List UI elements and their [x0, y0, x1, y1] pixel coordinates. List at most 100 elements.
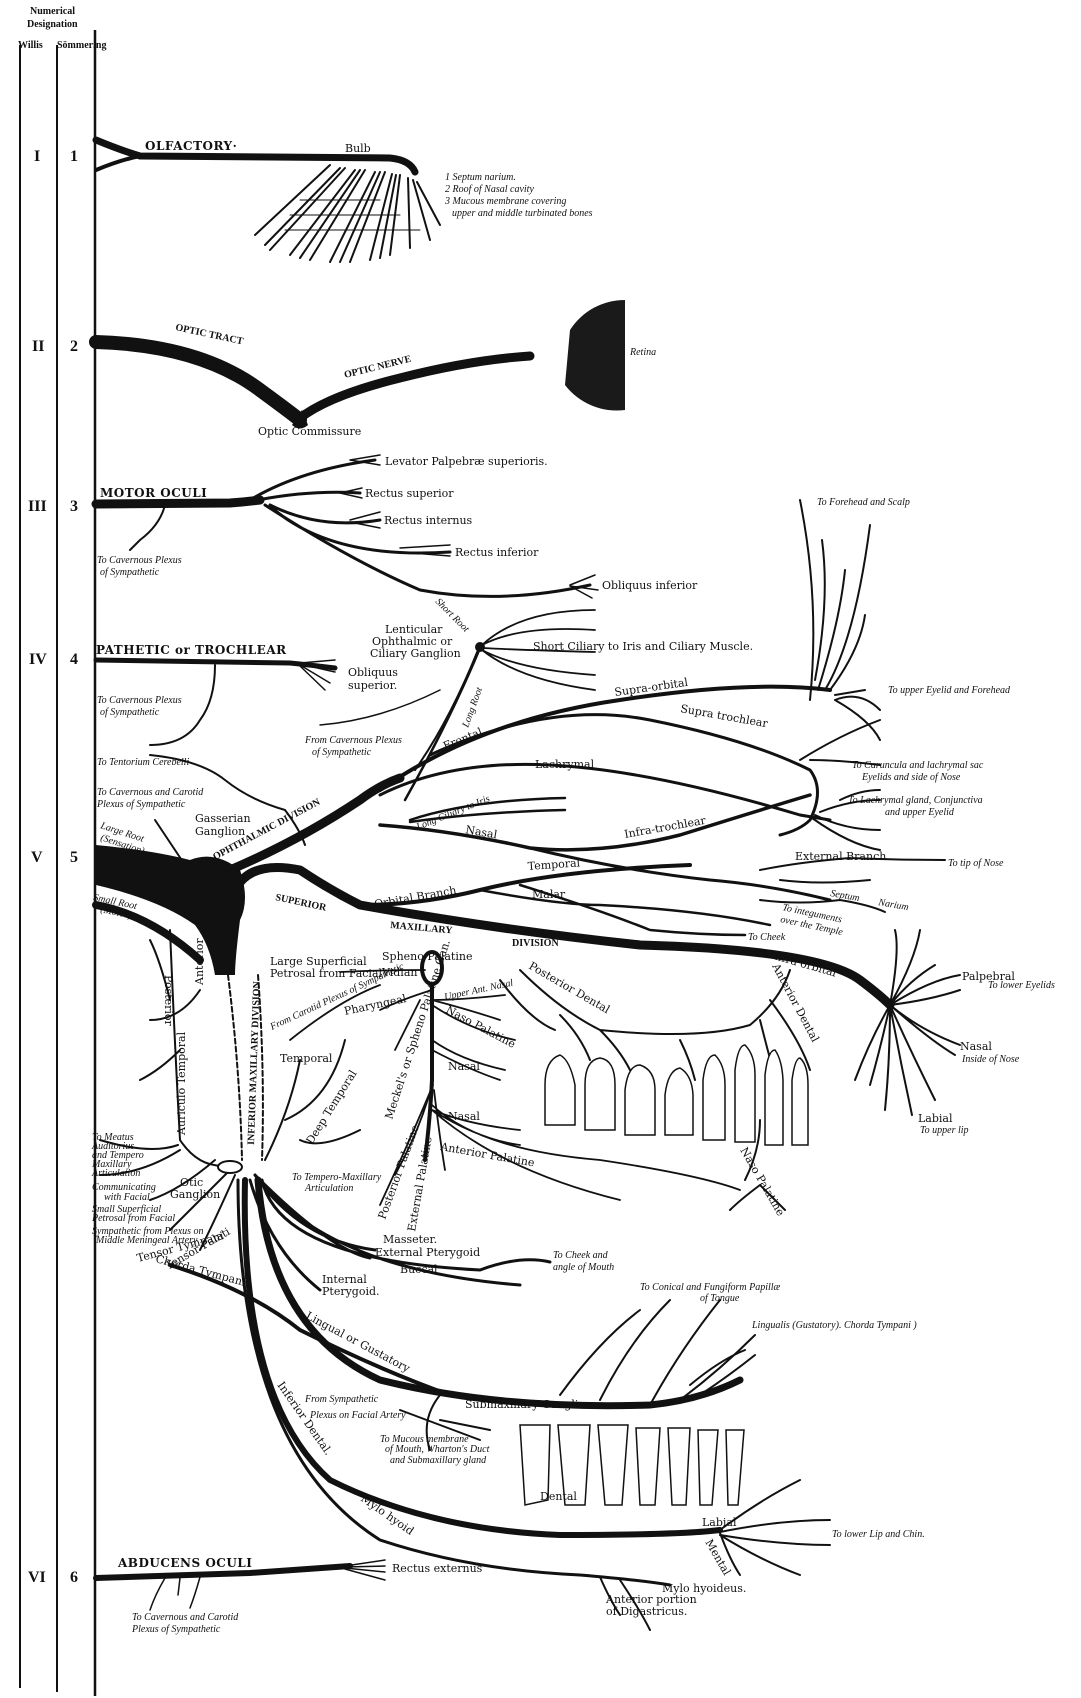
label-upper-eyelid-forehead: To upper Eyelid and Forehead	[888, 685, 1011, 696]
label-internal-pterygoid-1: Internal	[322, 1273, 367, 1286]
label-forehead-scalp: To Forehead and Scalp	[817, 497, 910, 508]
label-inside-nose: Inside of Nose	[961, 1054, 1020, 1065]
label-large-petrosal-2: Petrosal from Facial	[270, 967, 382, 980]
label-naso-palatine: Naso Palatine	[444, 1003, 518, 1051]
label-mucous-2: of Mouth, Wharton's Duct	[385, 1444, 490, 1455]
label-levator-palpebrae: Levator Palpebræ superioris.	[385, 455, 548, 468]
label-mylo-hyoideus: Mylo hyoideus.	[662, 1582, 746, 1595]
label-lachrymal: Lachrymal	[535, 758, 595, 771]
label-optic-tract: OPTIC TRACT	[174, 322, 244, 347]
label-gasserian-2: Ganglion	[195, 825, 245, 838]
label-nasal-max: Nasal	[960, 1040, 992, 1053]
header-designation: Designation	[27, 19, 78, 30]
label-cheek-angle-2: angle of Mouth	[553, 1262, 614, 1273]
label-mental: Mental	[702, 1537, 733, 1578]
label-cheek-angle-1: To Cheek and	[553, 1250, 609, 1261]
row-willis-1: I	[34, 148, 40, 165]
label-gasserian-1: Gasserian	[195, 812, 251, 825]
motor-oculi-nerve: MOTOR OCULI Levator Palpebræ superioris.…	[91, 454, 753, 802]
label-motor-oculi: MOTOR OCULI	[100, 486, 207, 500]
label-long-root: Long Root	[460, 686, 485, 730]
label-short-ciliary: Short Ciliary to Iris and Ciliary Muscle…	[533, 640, 753, 653]
label-articulation: Articulation	[304, 1183, 353, 1194]
label-tentorium: To Tentorium Cerebelli	[97, 757, 189, 768]
trochlear-nerve: PATHETIC or TROCHLEAR Obliquus superior.…	[93, 643, 441, 846]
label-from-cavernous-2: of Sympathetic	[312, 747, 372, 758]
label-buccal: Buccal	[400, 1263, 438, 1276]
label-retina: Retina	[629, 347, 656, 358]
label-sympathetic-1: Sympathetic from Plexus on	[92, 1226, 204, 1237]
gasserian-ganglion-shape	[96, 845, 245, 975]
label-naso-palatine-b: Naso Palatine	[737, 1145, 787, 1218]
label-nasal-b: Nasal	[448, 1110, 480, 1123]
label-lachrymal-gland-1: To Lachrymal gland, Conjunctiva	[848, 795, 983, 806]
label-upper-lip: To upper lip	[920, 1125, 969, 1136]
label-rectus-inferior: Rectus inferior	[455, 546, 539, 559]
label-labial-lower: Labial	[702, 1516, 737, 1529]
label-ganglion-ciliary: Ciliary Ganglion	[370, 647, 461, 660]
olfactory-note-2: 2 Roof of Nasal cavity	[445, 184, 534, 195]
row-sommering-3: 3	[70, 498, 78, 515]
label-pathetic-trochlear: PATHETIC or TROCHLEAR	[96, 643, 287, 657]
label-from-cavernous-1: From Cavernous Plexus	[304, 735, 402, 746]
label-cavernous-carotid-5b: Plexus of Sympathetic	[96, 799, 186, 810]
label-obliquus-superior-1: Obliquus	[348, 666, 398, 679]
label-malar: Malar	[532, 888, 566, 901]
designation-columns: Numerical Designation Willis Sömmering I…	[18, 6, 106, 1696]
label-lingualis: Lingualis (Gustatory). Chorda Tympani )	[751, 1320, 917, 1331]
label-vidian: Vidian	[381, 966, 417, 979]
label-digastric-1: Anterior portion	[605, 1593, 697, 1606]
label-anterior: Anterior	[193, 938, 206, 986]
label-tempero-maxillary: To Tempero-Maxillary	[292, 1172, 382, 1183]
label-upper-ant-nasal: Upper Ant. Nasal	[443, 978, 514, 1003]
label-papillae-2: of Tongue	[700, 1293, 740, 1304]
label-external-branch: External Branch	[795, 850, 886, 863]
label-mucous-3: and Submaxillary gland	[390, 1455, 487, 1466]
abducens-nerve: ABDUCENS OCULI Rectus externus To Cavern…	[93, 1556, 483, 1635]
label-superior: SUPERIOR	[274, 892, 328, 914]
label-lower-eyelids: To lower Eyelids	[988, 980, 1055, 991]
row-sommering-1: 1	[70, 148, 78, 165]
label-meatus-1: To Meatus	[92, 1132, 134, 1143]
label-masseter: Masseter.	[383, 1233, 437, 1246]
label-cavernous-carotid-5a: To Cavernous and Carotid	[97, 787, 204, 798]
label-meatus-5: Articulation	[91, 1168, 140, 1179]
label-small-petrosal-1: Small Superficial	[92, 1204, 161, 1215]
olfactory-note-3: 3 Mucous membrane covering	[444, 196, 566, 207]
label-to-cheek: To Cheek	[748, 932, 786, 943]
label-maxillary-division: DIVISION	[512, 938, 559, 949]
label-narium: Narium	[876, 897, 909, 913]
label-cavernous-plexus-3a: To Cavernous Plexus	[97, 555, 182, 566]
label-small-petrosal-2: Petrosal from Facial	[91, 1213, 175, 1224]
row-willis-4: IV	[29, 651, 47, 668]
label-frontal: Frontal	[441, 725, 484, 753]
label-cavernous-carotid-6a: To Cavernous and Carotid	[132, 1612, 239, 1623]
label-dental: Dental	[540, 1490, 577, 1503]
label-rectus-superior: Rectus superior	[365, 487, 454, 500]
label-pharyngeal: Pharyngeal	[343, 992, 408, 1018]
label-temporal-max: Temporal	[527, 856, 581, 873]
label-caruncula-1: To Caruncula and lachrymal sac	[852, 760, 984, 771]
label-spheno-palatine: Spheno Palatine	[382, 950, 472, 963]
label-from-sympathetic-2: Plexus on Facial Artery	[309, 1410, 406, 1421]
label-cavernous-carotid-6b: Plexus of Sympathetic	[131, 1624, 221, 1635]
label-communicating-2: with Facial	[104, 1192, 150, 1203]
olfactory-nerve: OLFACTORY· Bulb 1 Septum narium. 2 Roof …	[92, 136, 593, 263]
label-temporal-deep: Temporal	[280, 1052, 333, 1065]
label-nasal-ophthalmic: Nasal	[464, 823, 498, 841]
label-rectus-internus: Rectus internus	[384, 514, 473, 527]
lower-teeth	[519, 1424, 745, 1506]
label-maxillary: MAXILLARY	[390, 920, 454, 936]
label-optic-commissure: Optic Commissure	[258, 425, 361, 438]
upper-teeth	[544, 1044, 809, 1146]
label-meatus-4: Maxillary	[91, 1159, 132, 1170]
label-sympathetic-2: Middle Meningeal Artery	[95, 1235, 198, 1246]
label-external-pterygoid: External Pterygoid	[375, 1246, 480, 1259]
label-rectus-externus: Rectus externus	[392, 1562, 483, 1575]
label-labial-upper: Labial	[918, 1112, 953, 1125]
row-sommering-4: 4	[70, 651, 78, 668]
row-sommering-6: 6	[70, 1569, 78, 1586]
label-posterior: Posterior	[162, 975, 175, 1027]
